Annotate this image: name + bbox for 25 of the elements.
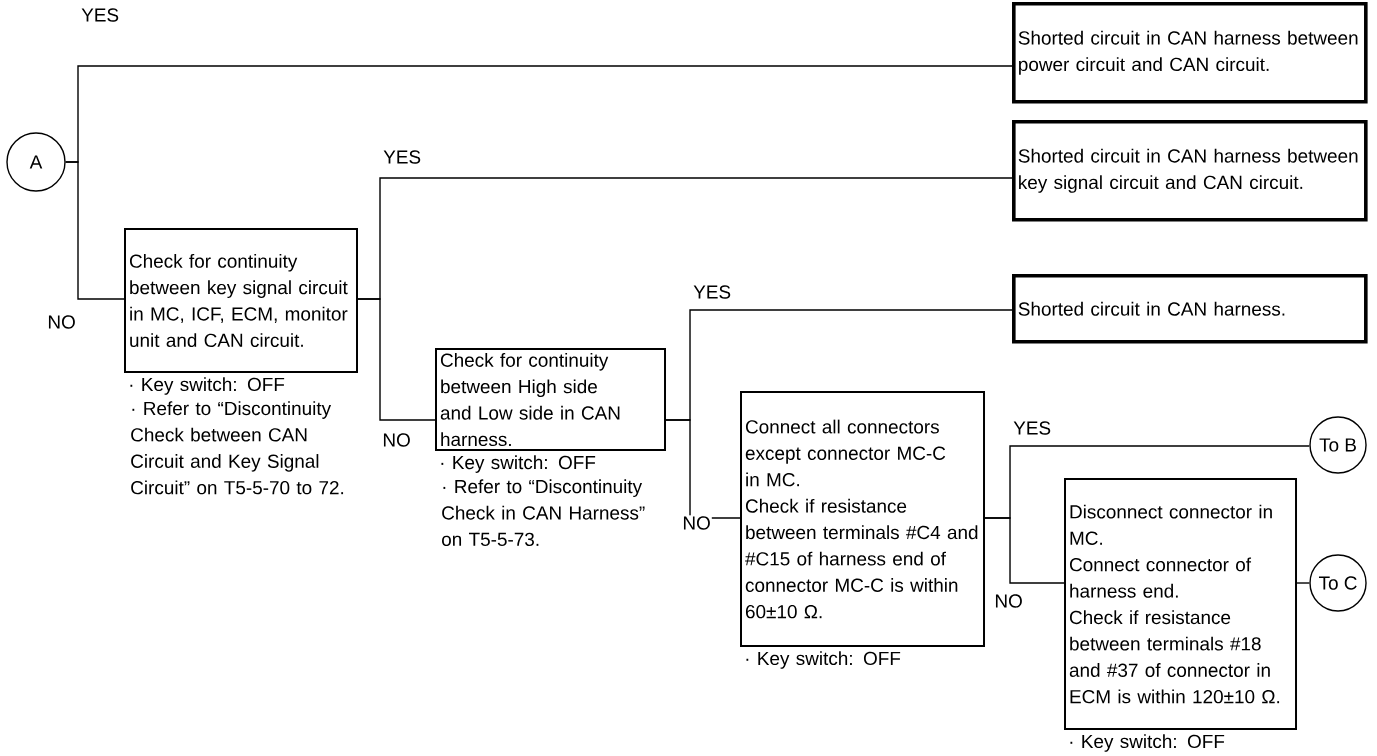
edge-label: NO (993, 593, 1024, 609)
connector-line (1296, 582, 1310, 584)
edge-label: NO (381, 432, 412, 448)
check-box: Check for continuity between key signal circuit in MC, ICF, ECM, monitor unit and CAN circuit. (124, 228, 358, 373)
check-box: Disconnect connector in MC. Connect connector of harness end. Check if resistance between terminals #18 and #37 of connector in ECM is within 120±10 Ω. (1064, 478, 1297, 730)
edge-label: NO (46, 314, 77, 330)
edge-label: YES (1012, 420, 1053, 436)
result-box: Shorted circuit in CAN harness between power circuit and CAN circuit. (1012, 2, 1368, 104)
note-text: · Refer to “Discontinuity Check between CAN Circuit and Key Signal Circuit” on T5-5-70 to 72. (131, 401, 344, 495)
edge-label: YES (382, 149, 423, 165)
note-text: · Key switch: OFF (746, 651, 901, 669)
check-box: Check for continuity between High side and Low side in CAN harness. (435, 348, 666, 452)
connector-line (984, 517, 1065, 584)
connector-line (357, 298, 436, 421)
connector-line (65, 161, 125, 300)
note-text: · Key switch: OFF (441, 455, 596, 473)
edge-label: YES (692, 284, 733, 300)
note-text: · Key switch: OFF (130, 377, 285, 395)
note-text: · Key switch: OFF (1070, 734, 1225, 752)
note-text: · Refer to “Discontinuity Check in CAN Harness” on T5-5-73. (442, 479, 645, 547)
check-box: Connect all connectors except connector MC-C in MC. Check if resistance between terminals #C4 and #C15 of harness end of connector MC-C is within 60±10 Ω. (740, 391, 985, 647)
result-box: Shorted circuit in CAN harness between key signal circuit and CAN circuit. (1012, 120, 1368, 222)
edge-label: NO (681, 515, 712, 531)
result-box: Shorted circuit in CAN harness. (1012, 274, 1368, 344)
edge-label: YES (80, 7, 121, 23)
